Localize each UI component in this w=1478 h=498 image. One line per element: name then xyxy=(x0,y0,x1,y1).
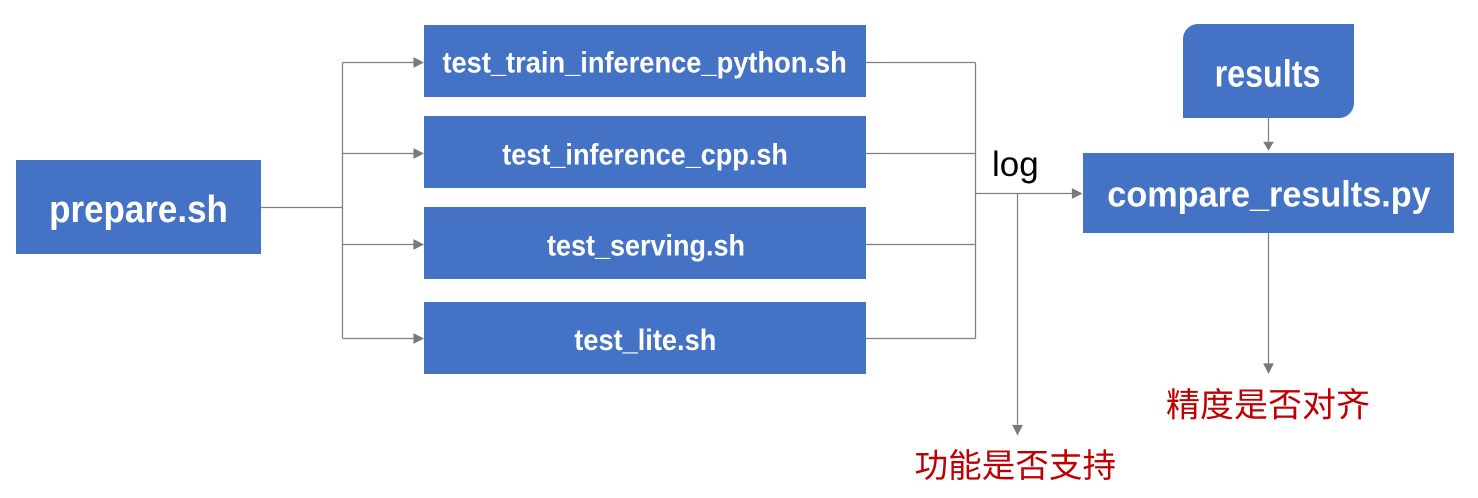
svg-text:test_lite.sh: test_lite.sh xyxy=(574,324,716,357)
svg-text:test_train_inference_python.sh: test_train_inference_python.sh xyxy=(442,47,846,80)
svg-text:results: results xyxy=(1215,53,1321,95)
svg-text:compare_results.py: compare_results.py xyxy=(1107,174,1431,214)
svg-text:log: log xyxy=(992,145,1039,184)
svg-text:test_inference_cpp.sh: test_inference_cpp.sh xyxy=(502,137,788,170)
svg-text:test_serving.sh: test_serving.sh xyxy=(547,229,745,262)
svg-text:prepare.sh: prepare.sh xyxy=(49,188,228,231)
